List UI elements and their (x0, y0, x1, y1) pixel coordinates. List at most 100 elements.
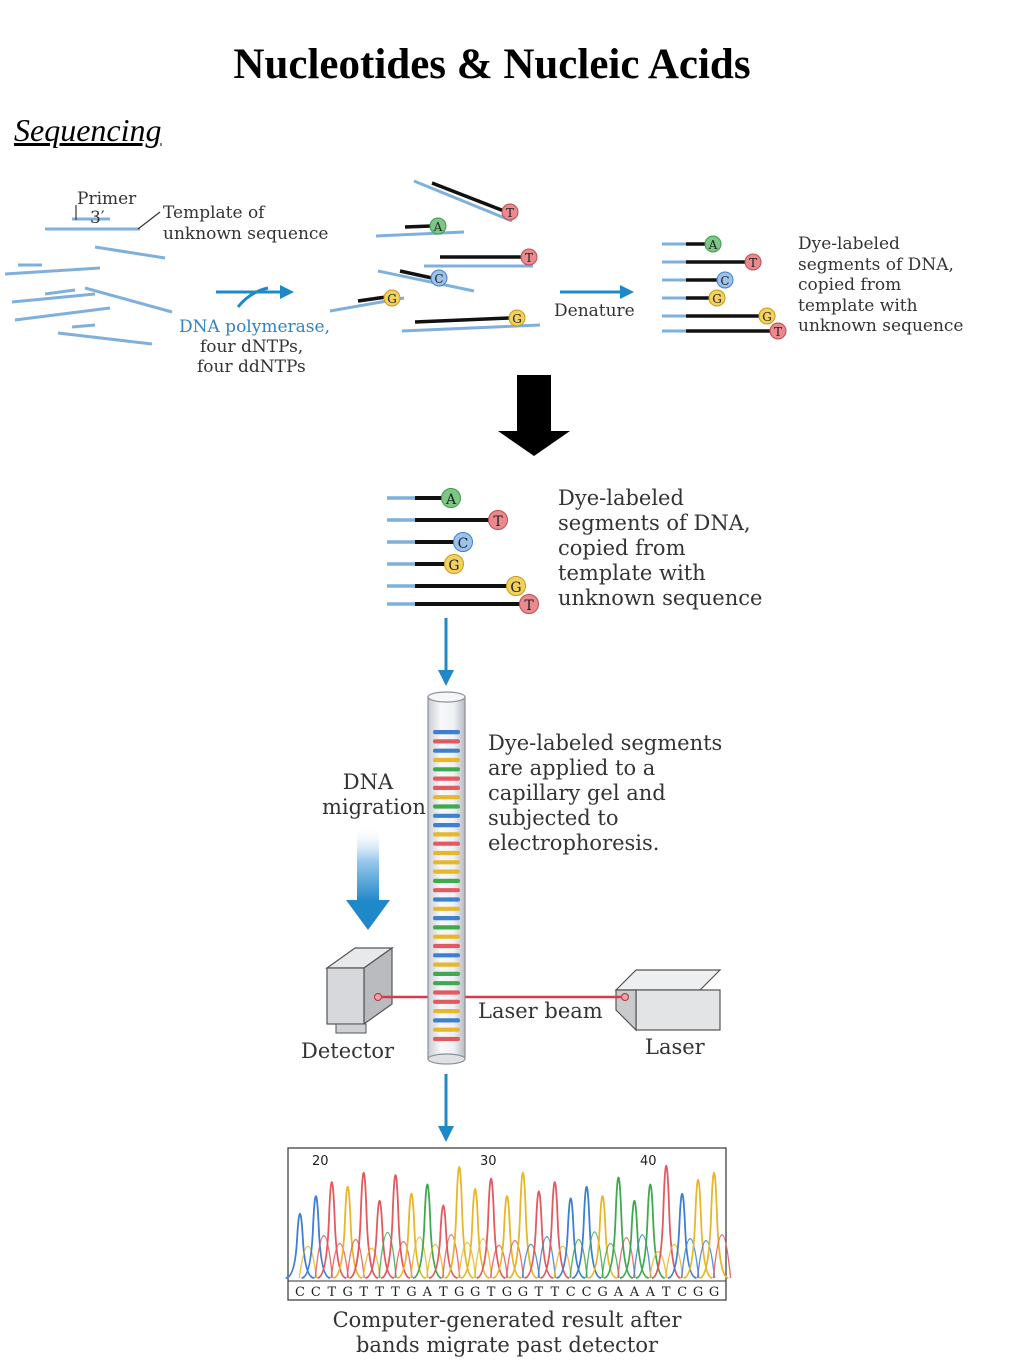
flow-arrow-to-capillary (438, 618, 454, 686)
gel-band (433, 841, 460, 846)
page-title: Nucleotides & Nucleic Acids (233, 41, 751, 88)
trace-peak (683, 1179, 713, 1279)
gel-band (433, 999, 460, 1004)
template-strand (44, 288, 76, 296)
result-label: Computer-generated result after bands mi… (332, 1308, 682, 1357)
dye-tag: A (429, 217, 447, 235)
dye-letter: C (458, 536, 469, 552)
gel-band (433, 813, 460, 818)
gel-band (433, 767, 460, 772)
trace-peak (349, 1172, 379, 1279)
gel-band (433, 925, 460, 930)
trace-peak (569, 1239, 588, 1279)
sequence-letter: C (295, 1285, 305, 1300)
trace-peak (428, 1204, 458, 1279)
gel-band (433, 906, 460, 911)
trace-peak (441, 1234, 461, 1279)
sequence-letter: G (406, 1285, 416, 1300)
migration-label: DNA migration (322, 770, 426, 819)
product-strands-group (662, 242, 771, 333)
trace-peak (317, 1181, 347, 1279)
trace-peak (396, 1192, 427, 1279)
detector-icon (325, 946, 394, 1034)
dye-tag: C (430, 269, 448, 287)
gel-band (433, 776, 460, 781)
dye-tag: G (508, 309, 526, 327)
new-strand (404, 224, 432, 229)
new-strand (357, 295, 387, 303)
laser-icon (614, 969, 722, 1032)
dye-tag: G (506, 576, 526, 596)
dye-letter: A (433, 220, 443, 234)
trace-peak (524, 1190, 554, 1279)
migration-arrow (346, 826, 390, 930)
trace-peaks-group (285, 1165, 732, 1279)
trace-peak (426, 1243, 445, 1279)
position-marker: 30 (480, 1154, 497, 1169)
trace-peak (664, 1243, 684, 1279)
dye-tag: A (441, 488, 461, 508)
denature-arrow (560, 285, 634, 299)
sequence-letter: C (582, 1285, 592, 1300)
dye-letter: T (506, 206, 514, 220)
trace-peak (362, 1247, 381, 1279)
sequence-letter: T (550, 1285, 559, 1300)
dye-letter: T (525, 251, 533, 265)
trace-peak (314, 1235, 334, 1279)
trace-peak (410, 1236, 429, 1279)
reagent-dntps-label: four dNTPs, (200, 337, 304, 357)
detector-label: Detector (301, 1039, 395, 1063)
segments-label: Dye-labeled segments of DNA, copied from… (558, 486, 763, 610)
dye-tag: G (444, 554, 464, 574)
new-strand (414, 316, 511, 324)
trace-peak (712, 1234, 732, 1279)
gel-band (433, 916, 460, 921)
big-down-arrow (498, 375, 570, 456)
dye-letter: A (445, 492, 457, 508)
trace-peak (585, 1231, 604, 1279)
gel-band (433, 739, 460, 744)
trace-peak (699, 1172, 729, 1279)
dye-letter: A (708, 238, 718, 252)
electrophoresis-label: Dye-labeled segments are applied to a ca… (488, 731, 723, 855)
trace-peak (521, 1243, 541, 1279)
sequence-letter: T (375, 1285, 384, 1300)
dye-letter: G (387, 292, 397, 306)
gel-band (433, 943, 460, 949)
new-strand (399, 269, 433, 280)
template-strand (57, 331, 153, 346)
template-strand (375, 230, 465, 238)
dye-tag: C (716, 271, 734, 289)
gel-band (433, 990, 460, 995)
gel-band (433, 953, 460, 958)
reagent-ddntps-label: four ddNTPs (197, 357, 306, 377)
trace-peak (460, 1188, 490, 1279)
reaction-dyes-group: T A T C G G (383, 203, 538, 327)
sequence-letter: G (693, 1285, 703, 1300)
trace-peak (285, 1213, 315, 1279)
sequence-letter: G (343, 1285, 353, 1300)
trace-peak (298, 1245, 318, 1279)
dye-letter: G (762, 310, 772, 324)
gel-band (433, 897, 460, 902)
sequence-letter: T (535, 1285, 544, 1300)
position-marker: 40 (640, 1154, 657, 1169)
trace-peak (601, 1242, 620, 1279)
trace-peak (508, 1172, 538, 1279)
sequence-letter: T (439, 1285, 448, 1300)
trace-peak (540, 1181, 570, 1279)
gel-band (433, 850, 460, 856)
sequence-letter: T (327, 1285, 336, 1300)
gel-band (433, 757, 460, 763)
gel-band (433, 869, 460, 874)
gel-band (433, 971, 460, 976)
dye-letter: T (524, 598, 534, 614)
new-strand (431, 181, 505, 213)
trace-peak (301, 1195, 331, 1279)
sequence-letter: G (502, 1285, 512, 1300)
sequence-letter: C (677, 1285, 687, 1300)
trace-peak (651, 1165, 681, 1279)
trace-peak (696, 1240, 716, 1279)
